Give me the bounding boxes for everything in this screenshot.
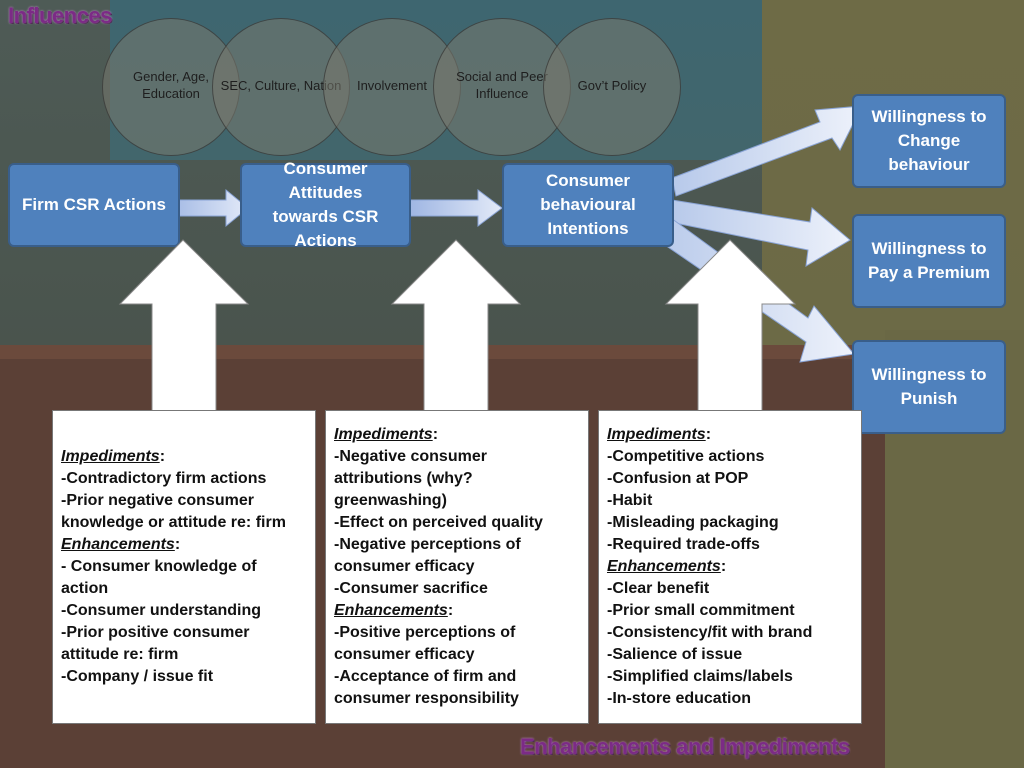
panel-item: -Prior negative consumer	[61, 492, 254, 509]
panel-item: -In-store education	[607, 690, 752, 707]
firm-csr-actions-box: Firm CSR Actions	[8, 163, 180, 247]
panel-item: -Acceptance of firm and	[334, 668, 517, 685]
panel-item: - Consumer knowledge of	[61, 558, 257, 575]
panel-item: -Prior small commitment	[607, 602, 795, 619]
panel-item: -Positive perceptions of	[334, 624, 516, 641]
influence-label: Involvement	[356, 77, 428, 93]
up-arrow-intentions	[664, 239, 797, 413]
impediments-heading: Impediments	[334, 426, 433, 443]
panel-item: -Effect on perceived quality	[334, 514, 543, 531]
enhancements-heading: Enhancements	[61, 536, 175, 553]
arrow-to-premium	[669, 199, 851, 267]
panel-item: consumer efficacy	[334, 558, 475, 575]
panel-item: -Clear benefit	[607, 580, 710, 597]
panel-item: -Simplified claims/labels	[607, 668, 793, 685]
influence-label: Social and Peer Influence	[456, 69, 548, 101]
behavioural-intentions-label: Consumer behavioural Intentions	[540, 171, 636, 238]
panel-item: attitude re: firm	[61, 646, 179, 663]
arrow-to-change	[671, 105, 863, 197]
up-arrow-attitudes	[390, 239, 522, 413]
panel-item: -Salience of issue	[607, 646, 743, 663]
enhancements-heading: Enhancements	[607, 558, 721, 575]
panel-item: -Competitive actions	[607, 448, 765, 465]
panel-item: -Contradictory firm actions	[61, 470, 267, 487]
firm-panel: Impediments: -Contradictory firm actions…	[52, 410, 316, 724]
influence-label: SEC, Culture, Nation	[220, 77, 342, 93]
panel-item: -Company / issue fit	[61, 668, 214, 685]
panel-item: knowledge or attitude re: firm	[61, 514, 286, 531]
enhancements-impediments-heading: Enhancements and Impediments	[520, 734, 850, 759]
up-arrow-firm	[118, 239, 250, 413]
intentions-panel: Impediments: -Competitive actions -Confu…	[598, 410, 862, 724]
panel-item: greenwashing)	[334, 492, 447, 509]
consumer-attitudes-label: Consumer Attitudes towards CSR Actions	[272, 159, 379, 250]
outcome-pay-premium-label: Willingness to Pay a Premium	[868, 239, 990, 282]
influences-heading: Influences	[8, 3, 112, 28]
attitudes-panel: Impediments: -Negative consumer attribut…	[325, 410, 589, 724]
influence-circle-policy: Gov’t Policy	[543, 18, 681, 156]
outcome-change-behaviour-box: Willingness to Change behaviour	[852, 94, 1006, 188]
panel-item: action	[61, 580, 109, 597]
outcome-pay-premium-box: Willingness to Pay a Premium	[852, 214, 1006, 308]
panel-item: -Habit	[607, 492, 653, 509]
panel-item: -Consumer sacrifice	[334, 580, 488, 597]
outcome-punish-label: Willingness to Punish	[871, 365, 987, 408]
impediments-heading: Impediments	[61, 448, 160, 465]
panel-item: -Negative perceptions of	[334, 536, 521, 553]
impediments-heading: Impediments	[607, 426, 706, 443]
panel-item: consumer responsibility	[334, 690, 519, 707]
panel-item: consumer efficacy	[334, 646, 475, 663]
influence-label: Gender, Age, Education	[133, 69, 209, 101]
firm-csr-actions-label: Firm CSR Actions	[22, 195, 166, 215]
panel-item: -Required trade-offs	[607, 536, 760, 553]
enhancements-heading: Enhancements	[334, 602, 448, 619]
panel-item: -Confusion at POP	[607, 470, 749, 487]
panel-item: -Negative consumer	[334, 448, 487, 465]
influence-label: Gov’t Policy	[577, 77, 647, 93]
panel-item: attributions (why?	[334, 470, 473, 487]
arrow-attitudes-to-intentions	[409, 189, 503, 227]
panel-item: -Misleading packaging	[607, 514, 779, 531]
outcome-punish-box: Willingness to Punish	[852, 340, 1006, 434]
consumer-attitudes-box: Consumer Attitudes towards CSR Actions	[240, 159, 411, 250]
panel-item: -Consumer understanding	[61, 602, 262, 619]
panel-item: -Consistency/fit with brand	[607, 624, 813, 641]
outcome-change-behaviour-label: Willingness to Change behaviour	[871, 107, 987, 174]
panel-item: -Prior positive consumer	[61, 624, 250, 641]
behavioural-intentions-box: Consumer behavioural Intentions	[502, 163, 674, 247]
